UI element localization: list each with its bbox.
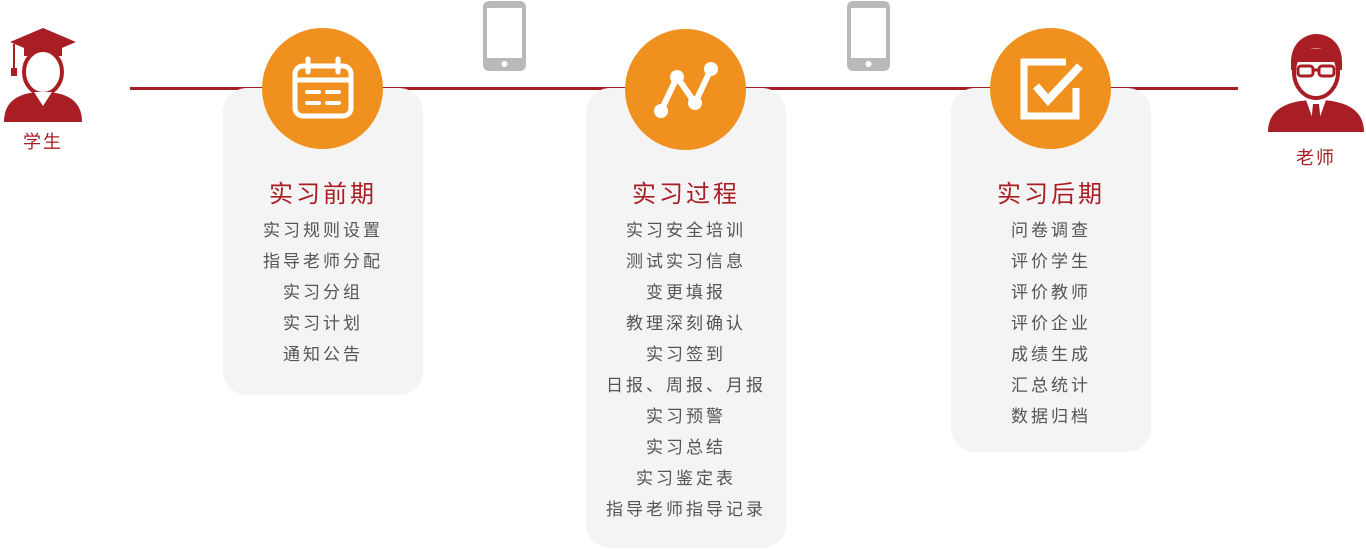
phase-item: 成绩生成: [1011, 345, 1091, 365]
phase-item: 实习预警: [646, 407, 726, 427]
phase-title: 实习前期: [269, 180, 377, 208]
teacher-icon: [1268, 34, 1364, 132]
student-actor: 学生: [0, 26, 86, 154]
phase-badge-pre: [262, 28, 383, 149]
checkbox-icon: [1020, 58, 1083, 119]
graduate-student-icon: [4, 28, 82, 122]
phase-item: 指导老师指导记录: [606, 500, 766, 520]
phase-item-list: 问卷调查 评价学生 评价教师 评价企业 成绩生成 汇总统计 数据归档: [951, 216, 1151, 433]
phase-item: 实习鉴定表: [636, 469, 736, 489]
phase-badge-post: [990, 28, 1111, 149]
mobile-phone-icon: [847, 1, 890, 71]
phase-item: 实习分组: [283, 283, 363, 303]
phase-item: 指导老师分配: [263, 252, 383, 272]
teacher-actor: 老师: [1266, 32, 1366, 170]
phase-item: 通知公告: [283, 345, 363, 365]
trend-line-icon: [653, 61, 718, 118]
phase-title: 实习后期: [997, 180, 1105, 208]
phase-badge-process: [625, 29, 746, 150]
phase-item: 变更填报: [646, 283, 726, 303]
phase-card-process: 实习过程 实习安全培训 测试实习信息 变更填报 教理深刻确认 实习签到 日报、周…: [586, 88, 786, 548]
phase-item: 汇总统计: [1011, 376, 1091, 396]
student-label: 学生: [23, 132, 63, 153]
calendar-icon: [292, 56, 353, 118]
phase-item: 日报、周报、月报: [606, 376, 766, 396]
phase-item: 测试实习信息: [626, 252, 746, 272]
phase-item: 实习签到: [646, 345, 726, 365]
teacher-label: 老师: [1296, 148, 1336, 169]
phase-item: 教理深刻确认: [626, 314, 746, 334]
phase-item: 评价企业: [1011, 314, 1091, 334]
phase-item-list: 实习规则设置 指导老师分配 实习分组 实习计划 通知公告: [223, 216, 423, 371]
phase-item-list: 实习安全培训 测试实习信息 变更填报 教理深刻确认 实习签到 日报、周报、月报 …: [586, 216, 786, 526]
phase-item: 评价教师: [1011, 283, 1091, 303]
phase-item: 实习计划: [283, 314, 363, 334]
phase-item: 数据归档: [1011, 407, 1091, 427]
phase-item: 实习安全培训: [626, 221, 746, 241]
phase-item: 实习总结: [646, 438, 726, 458]
mobile-phone-icon: [483, 1, 526, 71]
phase-item: 评价学生: [1011, 252, 1091, 272]
phase-item: 实习规则设置: [263, 221, 383, 241]
phase-item: 问卷调查: [1011, 221, 1091, 241]
phase-title: 实习过程: [632, 180, 740, 208]
